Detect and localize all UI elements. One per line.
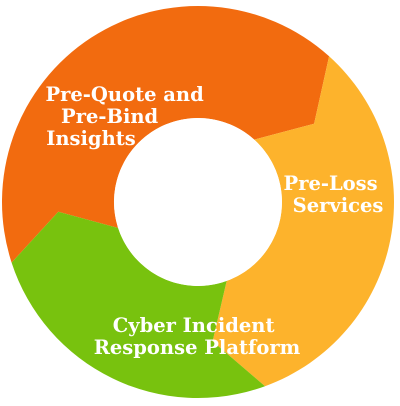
- segment-cyber-incident-label: Cyber Incident Response Platform: [94, 314, 301, 359]
- segment-pre-quote-label: Pre-Quote and Pre-Bind Insights: [45, 83, 210, 150]
- pre-loss-line-1: Pre-Loss: [284, 172, 378, 195]
- center-hole: [114, 118, 282, 286]
- segment-pre-loss-label: Pre-Loss Services: [284, 172, 385, 217]
- cyber-incident-line-2: Response Platform: [94, 336, 301, 359]
- pre-quote-line-2: Pre-Bind: [61, 105, 159, 128]
- segment-pre-quote-arrow: [1, 5, 330, 263]
- segment-cyber-incident-arrow: [11, 211, 265, 399]
- pre-loss-line-2: Services: [293, 194, 384, 217]
- pre-quote-line-1: Pre-Quote and: [45, 83, 204, 106]
- cyber-incident-line-1: Cyber Incident: [113, 314, 275, 337]
- pre-quote-line-3: Insights: [46, 127, 136, 150]
- segment-pre-loss-arrow: [212, 56, 395, 387]
